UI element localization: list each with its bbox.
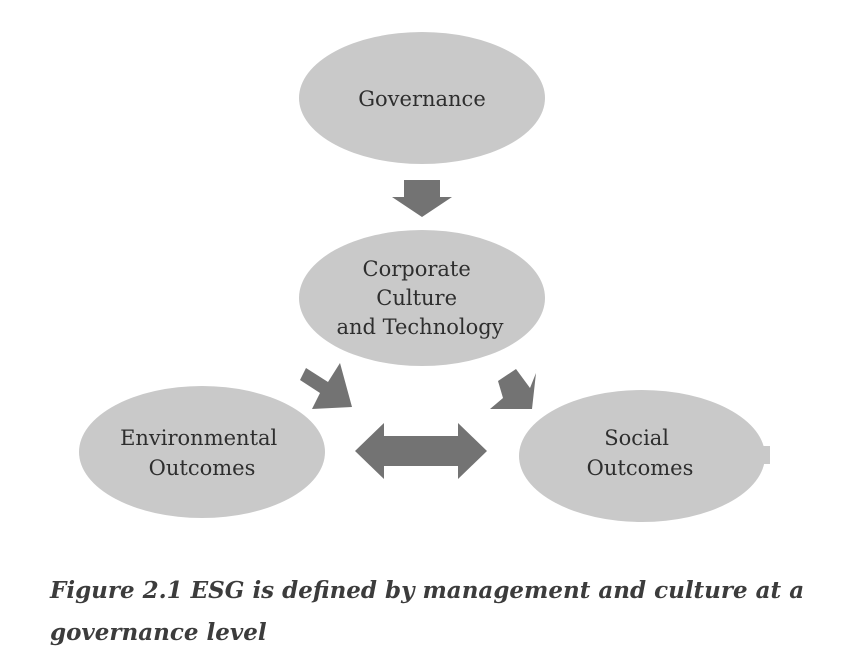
figure-caption: Figure 2.1 ESG is defined by management … <box>50 577 805 646</box>
svg-text:Corporate Culture: Corporate Culture and Technology <box>336 257 503 339</box>
node-corporate-culture-line-3: and Technology <box>336 315 503 339</box>
node-environmental-outcomes-line-1: Environmental <box>120 426 277 450</box>
arrow-culture-to-environmental <box>300 363 352 409</box>
arrow-environmental-social-bidirectional <box>355 423 487 479</box>
arrow-governance-to-culture <box>392 180 452 217</box>
node-social-outcomes: Social Outcomes <box>519 390 770 522</box>
node-environmental-outcomes-line-2: Outcomes <box>149 456 256 480</box>
arrow-culture-to-social <box>490 369 536 409</box>
node-social-outcomes-shape <box>519 390 765 522</box>
node-social-outcomes-edge <box>763 446 770 464</box>
node-corporate-culture: Corporate Culture and Technology <box>299 230 545 366</box>
node-corporate-culture-shape <box>299 230 545 366</box>
svg-text:Governance: Governance <box>358 87 486 111</box>
node-environmental-outcomes-shape <box>79 386 325 518</box>
node-governance-shape <box>299 32 545 164</box>
svg-text:Environmental Outcomes: Environmental Outcomes <box>120 426 284 480</box>
node-corporate-culture-line-2: Culture <box>376 286 457 310</box>
esg-diagram: Governance Corporate Culture and Technol… <box>79 32 770 522</box>
node-governance-line: Governance <box>358 87 486 111</box>
node-social-outcomes-line-2: Outcomes <box>587 456 694 480</box>
node-environmental-outcomes: Environmental Outcomes <box>79 386 325 518</box>
node-social-outcomes-line-1: Social <box>604 426 669 450</box>
node-corporate-culture-line-1: Corporate <box>363 257 471 281</box>
svg-text:Social Outcomes: Social Outcomes <box>587 426 694 480</box>
node-governance: Governance <box>299 32 545 164</box>
